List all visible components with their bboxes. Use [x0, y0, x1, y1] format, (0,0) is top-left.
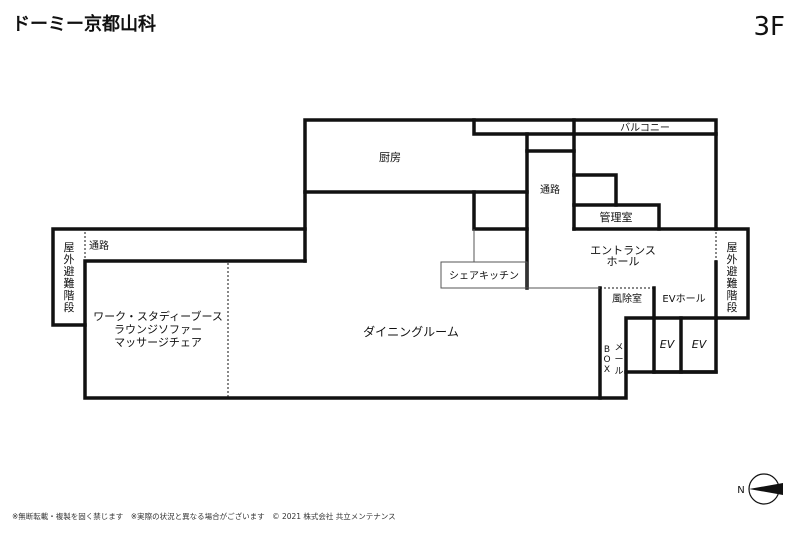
svg-text:マッサージチェア: マッサージチェア [114, 336, 202, 349]
room-lounge: ワーク・スタディーブース ラウンジソファー マッサージチェア [93, 309, 223, 349]
footer-note: ※無断転載・複製を固く禁じます ※実際の状況と異なる場合がございます © 202… [12, 512, 396, 521]
svg-text:エントランス: エントランス [590, 244, 656, 257]
room-ev-hall: EVホール [662, 293, 705, 305]
svg-text:階: 階 [64, 288, 75, 302]
room-share-kitchen: シェアキッチン [449, 270, 519, 282]
svg-text:段: 段 [727, 300, 738, 314]
floor-label: 3F [753, 12, 786, 42]
svg-text:難: 難 [64, 277, 75, 290]
svg-text:難: 難 [727, 277, 738, 290]
property-title: ドーミー京都山科 [12, 14, 156, 35]
room-balcony: バルコニー [620, 122, 670, 134]
thin-lines [84, 229, 717, 398]
mailbox: B O X メ ー ル [603, 343, 623, 377]
room-office: 管理室 [600, 210, 633, 224]
svg-text:メ: メ [614, 343, 623, 353]
room-windbreak: 風除室 [612, 292, 642, 305]
svg-text:避: 避 [64, 264, 75, 278]
svg-text:B: B [604, 345, 610, 355]
room-entrance-hall: エントランス ホール [590, 244, 656, 268]
room-corridor-left: 通路 [89, 239, 109, 252]
room-corridor-right: 通路 [540, 183, 560, 196]
compass-icon: N [737, 473, 783, 505]
svg-text:避: 避 [727, 264, 738, 278]
svg-text:ワーク・スタディーブース: ワーク・スタディーブース [93, 309, 223, 323]
room-kitchen: 厨房 [379, 151, 401, 164]
svg-text:外: 外 [727, 253, 738, 266]
room-stair-left: 屋 外 避 難 階 段 [64, 241, 75, 314]
room-stair-right: 屋 外 避 難 階 段 [727, 241, 738, 314]
svg-text:屋: 屋 [727, 241, 738, 254]
svg-text:屋: 屋 [64, 241, 75, 254]
room-dining: ダイニングルーム [363, 324, 459, 339]
svg-text:ホール: ホール [607, 255, 640, 268]
svg-text:X: X [604, 365, 610, 375]
elevator-1: EV [660, 338, 676, 351]
svg-text:ー: ー [614, 355, 623, 365]
svg-text:O: O [603, 355, 610, 365]
svg-text:ル: ル [614, 367, 623, 377]
elevator-2: EV [692, 338, 708, 351]
svg-text:ラウンジソファー: ラウンジソファー [114, 323, 202, 336]
svg-text:階: 階 [727, 288, 738, 302]
svg-text:段: 段 [64, 300, 75, 314]
compass-north-label: N [737, 485, 744, 496]
svg-text:外: 外 [64, 253, 75, 266]
